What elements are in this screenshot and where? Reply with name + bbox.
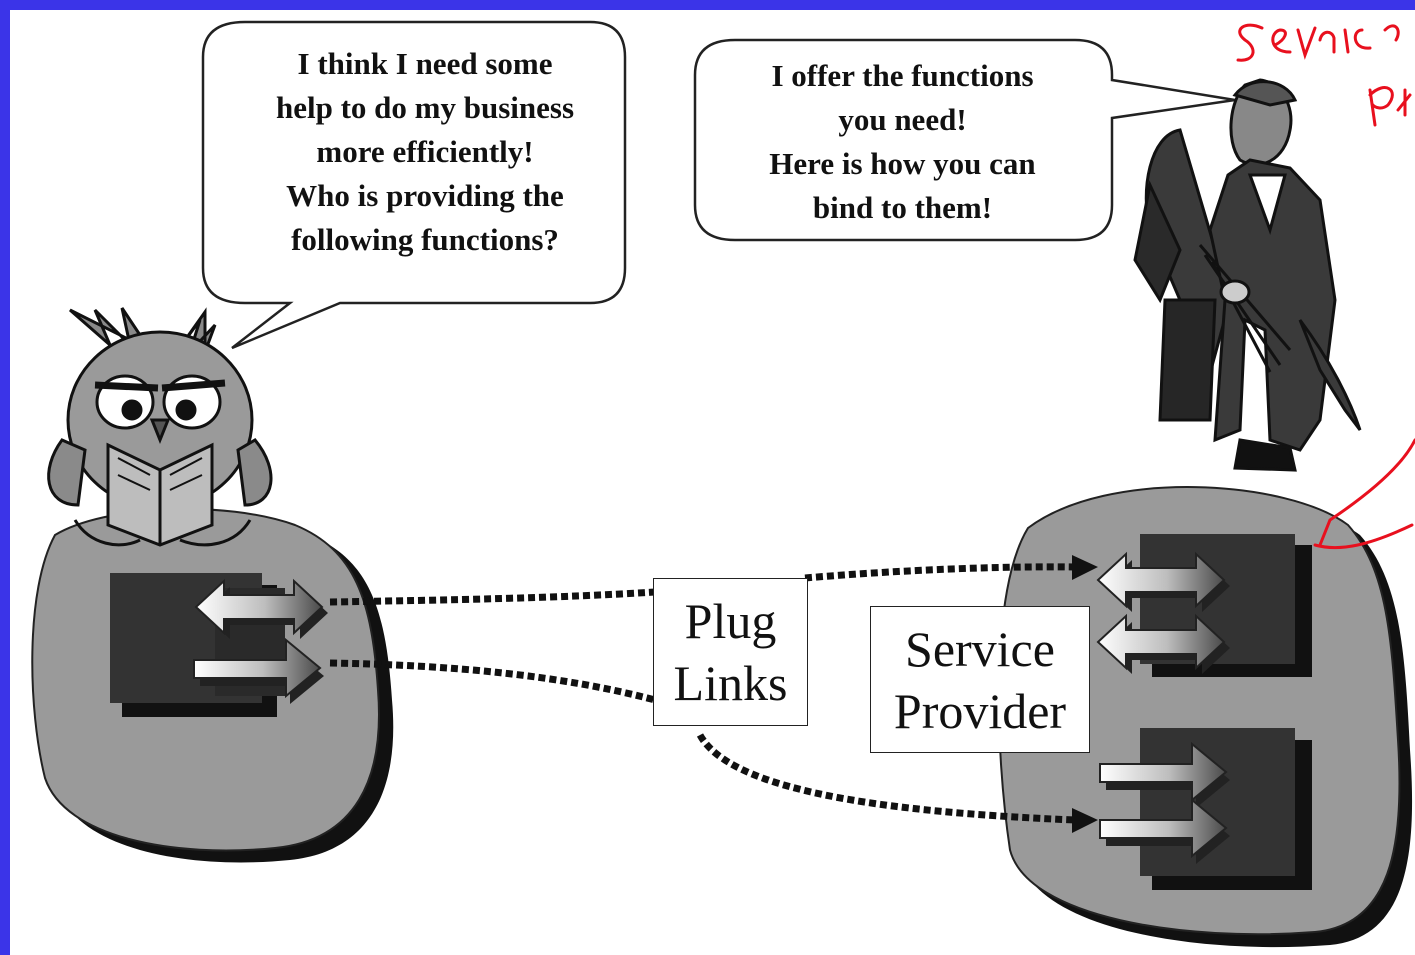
service-provider-label: Service Provider <box>870 606 1090 753</box>
provider-module-bottom <box>1140 728 1312 890</box>
provider-speech-text: I offer the functions you need! Here is … <box>769 58 1036 225</box>
requester-speech-bubble <box>201 20 627 350</box>
plug-link-lines <box>329 563 1076 824</box>
diagram-canvas: I think I need some help to do my busine… <box>10 10 1415 955</box>
requester-speech-text: I think I need some help to do my busine… <box>275 46 575 257</box>
owl-reading-book-icon <box>47 307 273 547</box>
butler-with-coats-icon <box>1133 78 1362 472</box>
link-arrowhead-bottom <box>1072 808 1098 833</box>
provider-speech-bubble <box>693 38 1236 242</box>
diagram-svg <box>31 20 1415 948</box>
plug-links-label: Plug Links <box>653 578 808 726</box>
handwritten-annotation <box>1236 23 1415 550</box>
link-arrowhead-top <box>1072 555 1098 580</box>
